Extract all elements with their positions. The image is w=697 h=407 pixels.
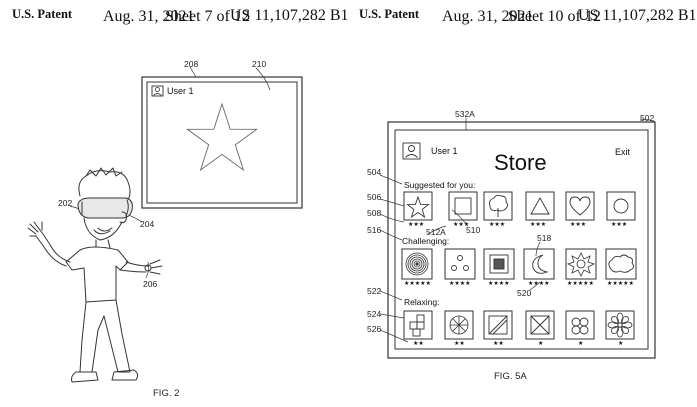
ref-532a: 532A: [455, 109, 475, 119]
left-header-date: Aug. 31, 2021: [103, 8, 195, 25]
ref-202: 202: [58, 198, 73, 208]
fig2-display-inner: [146, 81, 298, 204]
fig5a-label: FIG. 5A: [494, 371, 527, 382]
ref-508: 508: [367, 208, 382, 218]
store-user-avatar-icon: [402, 142, 421, 160]
ref-526: 526: [367, 324, 382, 334]
ref-522: 522: [367, 286, 382, 296]
ref-504: 504: [367, 167, 382, 177]
store-exit-button[interactable]: Exit: [615, 147, 631, 157]
tile-moon-icon: [532, 254, 549, 274]
ref-512a: 512A: [426, 227, 446, 237]
tile-diagonal-square-icon: [488, 315, 508, 335]
rating-row3-4: ★: [538, 341, 544, 347]
rating-row1-4: ★★★: [530, 222, 547, 228]
fig2-display-outer: [141, 76, 303, 209]
rating-row2-3: ★★★★: [488, 281, 510, 287]
fig2-user-figure: [27, 167, 163, 383]
rating-row1-3: ★★★: [489, 222, 506, 228]
rating-row2-4: ★★★★: [528, 281, 550, 287]
rating-row2-6: ★★★★★: [607, 281, 634, 287]
tile-star-icon: [406, 195, 430, 219]
rating-row1-2: ★★★: [453, 222, 470, 228]
store-outer-frame: [387, 121, 656, 359]
rating-row2-1: ★★★★★: [404, 281, 431, 287]
store-inner-frame: [394, 129, 649, 350]
tile-spiral-icon: [405, 252, 429, 276]
section-label-challenging: Challenging:: [402, 236, 450, 246]
left-header-number: US 11,107,282 B1: [230, 7, 349, 24]
row1-tiles: [403, 191, 636, 221]
store-title: Store: [494, 150, 547, 175]
left-header-patent: U.S. Patent: [12, 7, 73, 21]
row3-tiles: [403, 310, 635, 340]
tile-triangle-icon: [530, 197, 550, 215]
tile-crossed-box-icon: [530, 315, 550, 335]
store-user-label: User 1: [431, 146, 458, 156]
ref-524: 524: [367, 309, 382, 319]
rating-row1-5: ★★★: [570, 222, 587, 228]
ref-510: 510: [466, 225, 481, 235]
section-label-suggested: Suggested for you:: [404, 180, 476, 190]
ref-518: 518: [537, 233, 552, 243]
fig2-user-label: User 1: [167, 86, 194, 96]
rating-row2-2: ★★★★: [449, 281, 471, 287]
rating-row1-6: ★★★: [611, 222, 628, 228]
right-header-sheet: Sheet 10 of 12: [508, 8, 601, 25]
tile-pinwheel-circle-icon: [449, 315, 469, 335]
section-label-relaxing: Relaxing:: [404, 297, 440, 307]
tile-blocks-icon: [409, 314, 425, 337]
fig5a-drawing: [379, 118, 656, 359]
right-header-date: Aug. 31, 2021: [442, 8, 534, 25]
tile-flower-icon: [607, 312, 633, 338]
ref-210: 210: [252, 59, 267, 69]
tile-clover-icon: [571, 317, 589, 335]
right-header-patent: U.S. Patent: [359, 7, 420, 21]
ref-206: 206: [143, 279, 158, 289]
ref-520: 520: [517, 288, 532, 298]
tile-nested-square-icon: [489, 254, 509, 274]
rating-row1-1: ★★★: [408, 222, 425, 228]
tile-tree-icon: [489, 194, 509, 217]
rating-row2-5: ★★★★★: [567, 281, 594, 287]
patent-drawing-page: U.S. Patent Aug. 31, 2021 Sheet 7 of 12 …: [12, 7, 697, 399]
right-header-number: US 11,107,282 B1: [578, 7, 697, 24]
tile-cloud-icon: [608, 254, 635, 273]
rating-row3-6: ★: [618, 341, 624, 347]
tile-square-icon: [454, 197, 472, 215]
fig2-star-outline-icon: [185, 102, 259, 172]
ref-204: 204: [140, 219, 155, 229]
row2-tiles: [401, 248, 637, 280]
tile-three-dots-icon: [451, 255, 469, 271]
tile-heart-icon: [569, 196, 591, 216]
fig2-user-avatar-icon: [151, 85, 164, 97]
fig2-drawing: [27, 66, 303, 383]
rating-row3-2: ★★: [454, 341, 465, 347]
ref-502: 502: [640, 113, 655, 123]
ref-516: 516: [367, 225, 382, 235]
rating-row3-3: ★★: [493, 341, 504, 347]
ref-208: 208: [184, 59, 199, 69]
left-header-sheet: Sheet 7 of 12: [165, 8, 250, 25]
rating-row3-5: ★: [578, 341, 584, 347]
fig2-label: FIG. 2: [153, 388, 180, 399]
rating-row3-1: ★★: [413, 341, 424, 347]
tile-starburst-icon: [566, 252, 596, 277]
tile-circle-icon: [613, 198, 629, 214]
ref-506: 506: [367, 192, 382, 202]
